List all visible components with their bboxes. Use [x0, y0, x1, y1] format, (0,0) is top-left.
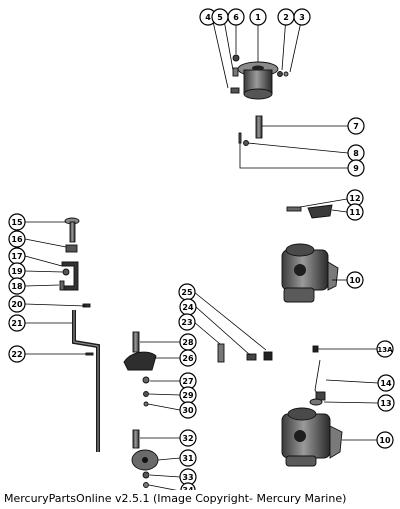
callout-8-label: 8 — [353, 149, 359, 158]
callout-3-label: 3 — [299, 13, 305, 22]
callout-2-label: 2 — [283, 13, 289, 22]
callout-33-label: 33 — [182, 473, 193, 482]
part-housing-upper — [281, 243, 339, 303]
part-lever — [286, 204, 333, 219]
callout-13a: 13A — [376, 340, 394, 358]
callout-29-label: 29 — [182, 391, 194, 400]
callout-18-label: 18 — [11, 282, 23, 291]
callout-18: 18 — [8, 277, 26, 295]
callout-5-label: 5 — [217, 13, 223, 22]
exploded-parts-diagram: 4 5 6 1 2 3 7 8 9 12 11 10 13A 14 13 10 … — [8, 8, 395, 490]
callout-34: 34 — [180, 482, 196, 490]
part-linkage-rod — [309, 345, 326, 406]
callout-25-label: 25 — [181, 288, 193, 297]
part-shift-rod — [72, 303, 100, 452]
callout-30-label: 30 — [182, 406, 194, 415]
callout-15-label: 15 — [11, 218, 23, 227]
part-pin-32 — [132, 429, 140, 449]
callout-17: 17 — [8, 247, 26, 265]
callout-24-label: 24 — [182, 303, 194, 312]
callout-14-label: 14 — [380, 379, 392, 388]
callout-26: 26 — [179, 349, 197, 367]
part-small-19-18 — [59, 268, 70, 291]
callout-24: 24 — [179, 298, 197, 316]
callout-16-label: 16 — [11, 235, 23, 244]
callout-22-label: 22 — [11, 350, 22, 359]
image-caption: MercuryPartsOnline v2.5.1 (Image Copyrig… — [4, 492, 347, 505]
callout-33: 33 — [179, 468, 197, 486]
callout-6-label: 6 — [233, 13, 239, 22]
callout-21: 21 — [8, 314, 26, 332]
callout-7: 7 — [347, 117, 365, 135]
callout-10-lower: 10 — [376, 431, 394, 449]
callout-17-label: 17 — [11, 252, 22, 261]
callout-1-label: 1 — [255, 13, 261, 22]
callout-26-label: 26 — [182, 354, 194, 363]
part-pin — [255, 115, 263, 139]
callout-13a-label: 13A — [377, 346, 393, 354]
part-bolt-24 — [246, 353, 257, 361]
part-gear-31 — [131, 449, 159, 471]
callout-12: 12 — [346, 189, 364, 207]
callout-10-upper: 10 — [346, 271, 364, 289]
callout-13: 13 — [377, 394, 395, 412]
callout-16: 16 — [8, 230, 26, 248]
part-small-washer — [238, 132, 249, 146]
callout-14: 14 — [377, 374, 395, 392]
callout-29: 29 — [179, 386, 197, 404]
part-washers-27-30 — [142, 376, 150, 407]
callout-6: 6 — [227, 8, 245, 26]
callout-34-label: 34 — [182, 486, 194, 490]
callout-19: 19 — [8, 262, 26, 280]
callout-20: 20 — [8, 295, 26, 313]
callout-10-upper-label: 10 — [349, 276, 361, 285]
callout-23-label: 23 — [181, 318, 192, 327]
part-nut-25 — [263, 351, 273, 361]
callout-4-label: 4 — [205, 13, 211, 22]
callout-28-label: 28 — [182, 338, 194, 347]
callout-4: 4 — [199, 8, 217, 26]
part-cam-26 — [123, 351, 157, 371]
callout-21-label: 21 — [11, 319, 23, 328]
callout-1: 1 — [249, 8, 267, 26]
callout-31-label: 31 — [182, 454, 194, 463]
callout-3: 3 — [293, 8, 311, 26]
part-top-bracket — [237, 61, 279, 100]
callout-11: 11 — [346, 203, 364, 221]
callout-28: 28 — [179, 333, 197, 351]
callout-15: 15 — [8, 213, 26, 231]
part-bracket-small-hardware — [230, 54, 289, 94]
part-pin-28 — [132, 331, 140, 353]
callout-32: 32 — [179, 429, 197, 447]
callout-20-label: 20 — [11, 300, 23, 309]
callout-8: 8 — [347, 144, 365, 162]
part-housing-lower — [281, 407, 343, 467]
callout-7-label: 7 — [353, 122, 359, 131]
callout-22: 22 — [8, 345, 26, 363]
callout-27-label: 27 — [182, 377, 193, 386]
callout-10-lower-label: 10 — [379, 436, 391, 445]
callout-30: 30 — [179, 401, 197, 419]
callout-31: 31 — [179, 449, 197, 467]
callout-5: 5 — [211, 8, 229, 26]
callout-2: 2 — [277, 8, 295, 26]
callout-19-label: 19 — [11, 267, 23, 276]
part-cotter-22 — [85, 352, 94, 356]
part-washers-33-34 — [142, 471, 150, 488]
part-spring-23 — [217, 343, 225, 363]
part-bolt-15 — [64, 217, 80, 243]
callout-13-label: 13 — [380, 399, 391, 408]
callout-9: 9 — [347, 159, 365, 177]
callout-23: 23 — [178, 313, 196, 331]
callout-12-label: 12 — [349, 194, 360, 203]
callout-9-label: 9 — [353, 164, 359, 173]
callout-25: 25 — [178, 283, 196, 301]
callout-32-label: 32 — [182, 434, 193, 443]
callout-11-label: 11 — [349, 208, 361, 217]
part-nut-16 — [65, 244, 78, 253]
